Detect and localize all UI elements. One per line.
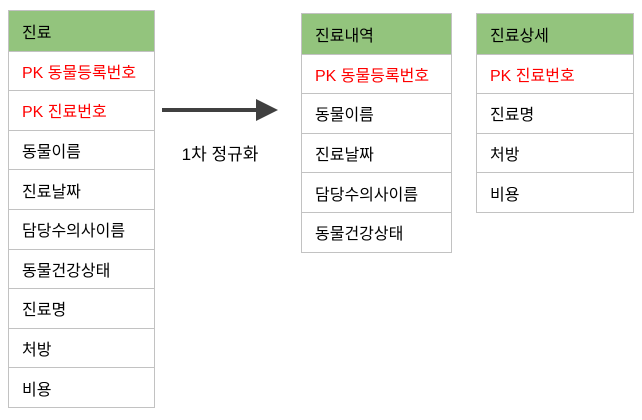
arrow-label: 1차 정규화: [181, 145, 259, 164]
table-row-pk: PK 동물등록번호: [302, 53, 451, 94]
table-row: 담당수의사이름: [9, 208, 154, 249]
table-row: 처방: [477, 132, 633, 173]
table-row: 진료날짜: [9, 169, 154, 209]
table-row: 비용: [477, 172, 633, 212]
table-row: 동물이름: [9, 129, 154, 170]
table-title: 진료상세: [477, 14, 633, 54]
table-row: 담당수의사이름: [302, 172, 451, 212]
table-row-pk: PK 동물등록번호: [9, 50, 154, 91]
table-title: 진료내역: [302, 14, 451, 54]
table-row: 동물이름: [302, 93, 451, 133]
arrow-line: [162, 108, 258, 112]
table-row: 동물건강상태: [302, 211, 451, 252]
table-row: 진료명: [477, 93, 633, 133]
table-row: 진료명: [9, 288, 154, 328]
table-row: 동물건강상태: [9, 248, 154, 289]
table-row-pk: PK 진료번호: [477, 53, 633, 94]
table-row: 비용: [9, 367, 154, 407]
arrow-head-icon: [256, 99, 278, 121]
table-row: 처방: [9, 327, 154, 368]
table-row: 진료날짜: [302, 132, 451, 173]
table-title: 진료: [9, 11, 154, 51]
table-row-pk: PK 진료번호: [9, 90, 154, 130]
